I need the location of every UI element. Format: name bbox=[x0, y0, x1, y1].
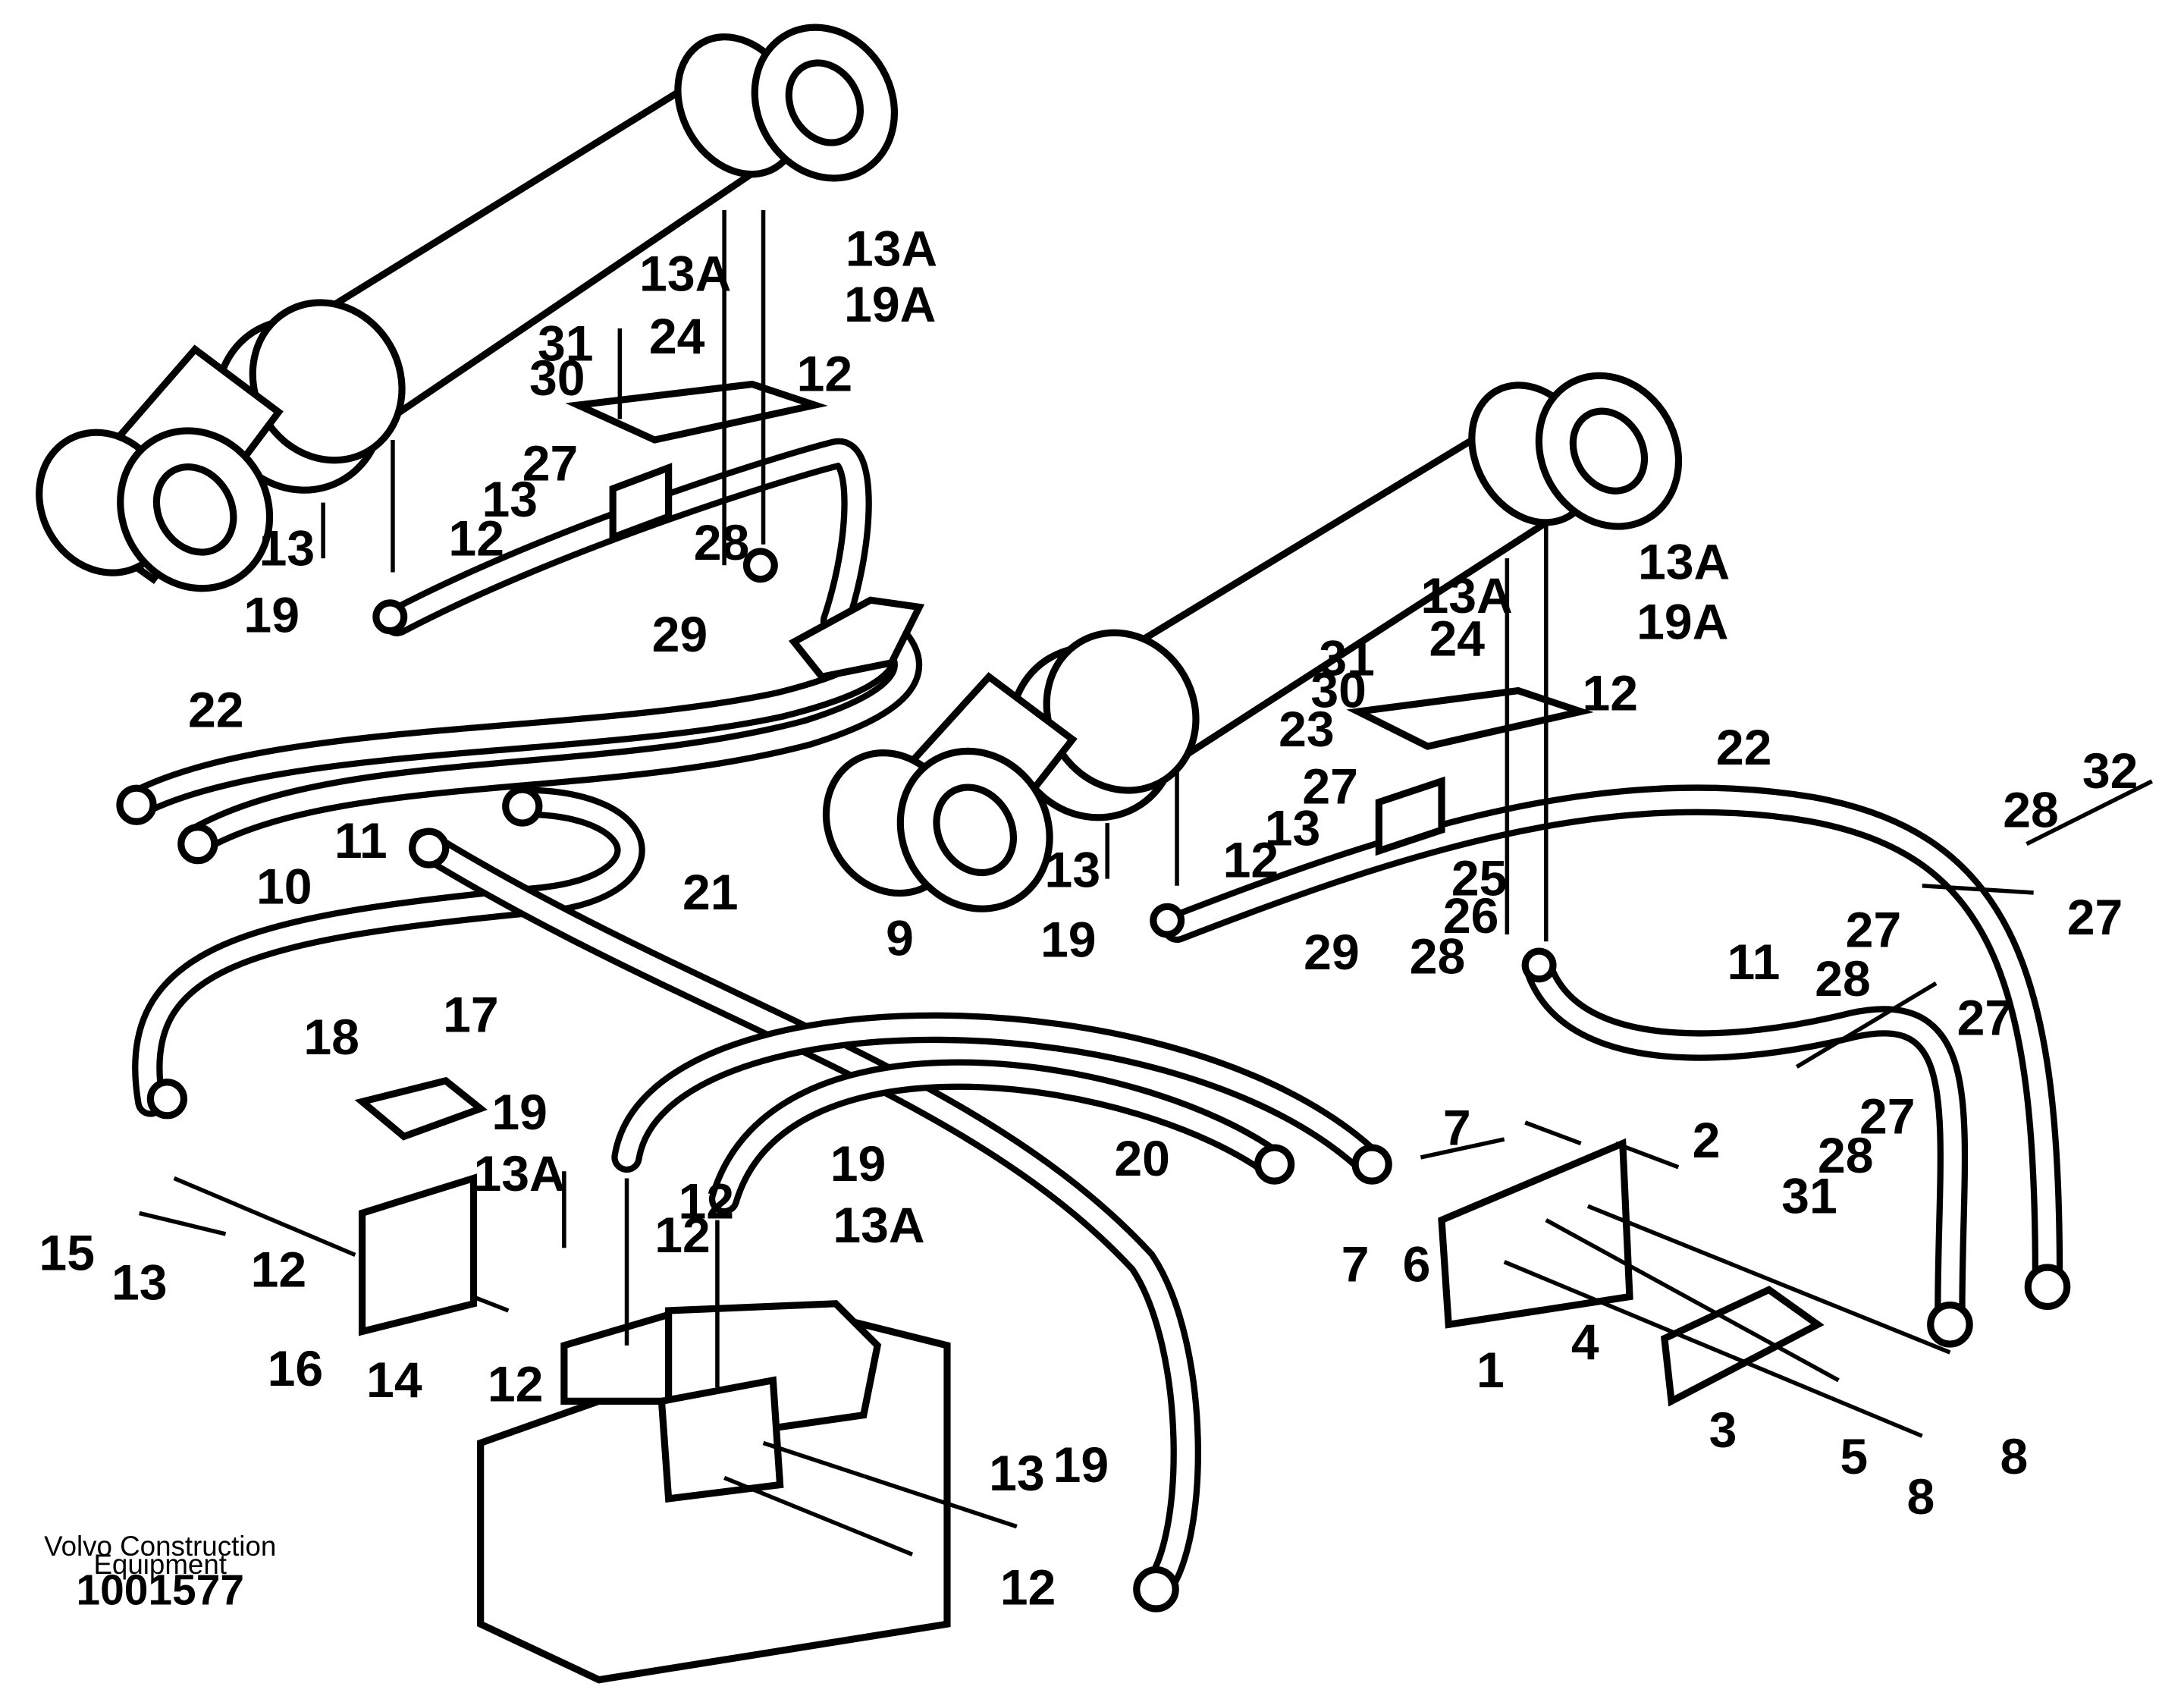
callout-15: 15 bbox=[39, 1226, 95, 1282]
callout-28-d: 28 bbox=[1815, 951, 1871, 1007]
callout-12-e: 12 bbox=[678, 1174, 734, 1230]
right-hydraulic-cylinder bbox=[822, 372, 1683, 912]
callout-17: 17 bbox=[443, 988, 499, 1044]
mounting-bracket bbox=[1438, 1138, 1825, 1407]
callout-12-c: 12 bbox=[1583, 665, 1639, 721]
callout-13A-d: 13A bbox=[1420, 568, 1512, 624]
callout-2: 2 bbox=[1693, 1113, 1721, 1169]
callout-21: 21 bbox=[682, 865, 739, 921]
callout-13-c: 13 bbox=[1265, 800, 1321, 856]
callout-18: 18 bbox=[303, 1010, 359, 1066]
callout-1: 1 bbox=[1476, 1343, 1505, 1399]
callout-13A-c: 13A bbox=[1638, 535, 1730, 591]
callout-22-a: 22 bbox=[188, 682, 244, 738]
callout-13A-a: 13A bbox=[846, 221, 937, 277]
callout-13A-b: 13A bbox=[639, 246, 731, 302]
callout-26: 26 bbox=[1443, 888, 1499, 944]
callout-32: 32 bbox=[2082, 743, 2138, 799]
callout-28-b: 28 bbox=[2003, 783, 2059, 839]
callout-19-c: 19 bbox=[491, 1085, 548, 1141]
callout-11-a: 11 bbox=[334, 813, 388, 869]
leader-lines bbox=[139, 209, 2153, 1556]
callout-10: 10 bbox=[256, 859, 312, 915]
callout-24-b: 24 bbox=[1429, 611, 1485, 667]
callout-31-b: 31 bbox=[1319, 630, 1375, 686]
callout-25: 25 bbox=[1451, 851, 1508, 907]
callout-13-e: 13 bbox=[111, 1255, 168, 1311]
hoses bbox=[124, 438, 2063, 1605]
callout-7-a: 7 bbox=[1443, 1100, 1471, 1156]
callout-12-d: 12 bbox=[1223, 833, 1279, 889]
callout-19-d: 19 bbox=[830, 1136, 886, 1192]
callout-30-a: 30 bbox=[529, 350, 585, 407]
callout-27-c: 27 bbox=[2067, 890, 2123, 946]
callout-28-a: 28 bbox=[694, 515, 750, 571]
callout-13A-f: 13A bbox=[833, 1198, 924, 1254]
document-number: 1001577 bbox=[76, 1566, 244, 1615]
callout-11-b: 11 bbox=[1727, 934, 1781, 991]
callout-30-b: 30 bbox=[1310, 663, 1367, 719]
callout-28-c: 28 bbox=[1410, 928, 1466, 985]
callout-23: 23 bbox=[1279, 702, 1335, 758]
credit-block: Volvo Construction Equipment 1001577 bbox=[44, 1531, 276, 1614]
callout-13-a: 13 bbox=[482, 472, 538, 528]
callout-27-a: 27 bbox=[522, 435, 579, 491]
callout-16: 16 bbox=[268, 1341, 324, 1397]
callout-28-e: 28 bbox=[1818, 1128, 1874, 1184]
left-hydraulic-cylinder bbox=[36, 24, 898, 592]
callout-29-b: 29 bbox=[1304, 925, 1360, 981]
callout-labels: 13A 13A 19A 31 24 30 12 27 13 12 13 28 1… bbox=[39, 221, 2138, 1616]
callout-3: 3 bbox=[1709, 1402, 1737, 1459]
clamp-plates bbox=[565, 380, 1594, 856]
callout-7-b: 7 bbox=[1341, 1236, 1370, 1292]
callout-13-b: 13 bbox=[259, 520, 315, 576]
callout-19-a: 19 bbox=[243, 587, 300, 643]
callout-13-d: 13 bbox=[1045, 843, 1101, 899]
credit-line-1: Volvo Construction bbox=[44, 1531, 276, 1562]
callout-12-b: 12 bbox=[448, 510, 504, 567]
callout-19-e: 19 bbox=[1053, 1437, 1109, 1493]
callout-5: 5 bbox=[1840, 1429, 1868, 1485]
callout-19A-b: 19A bbox=[1636, 595, 1728, 651]
callout-12-f: 12 bbox=[654, 1208, 711, 1264]
callout-19A-a: 19A bbox=[844, 277, 936, 333]
callout-13A-e: 13A bbox=[473, 1146, 565, 1202]
callout-29-a: 29 bbox=[652, 607, 708, 663]
callout-27-f: 27 bbox=[1859, 1089, 1916, 1145]
callout-12-g: 12 bbox=[251, 1242, 307, 1299]
callout-22-b: 22 bbox=[1716, 720, 1772, 776]
callout-31-c: 31 bbox=[1781, 1168, 1837, 1224]
callout-27-e: 27 bbox=[1957, 990, 2013, 1046]
callout-8-b: 8 bbox=[1906, 1469, 1935, 1525]
callout-24-a: 24 bbox=[649, 309, 705, 365]
callout-6: 6 bbox=[1403, 1236, 1431, 1292]
callout-27-d: 27 bbox=[1846, 903, 1902, 959]
callout-14: 14 bbox=[366, 1352, 422, 1409]
callout-20: 20 bbox=[1114, 1131, 1170, 1187]
callout-8-a: 8 bbox=[2000, 1429, 2029, 1485]
callout-4: 4 bbox=[1571, 1314, 1599, 1371]
callout-27-b: 27 bbox=[1302, 758, 1358, 815]
hose-fittings bbox=[116, 548, 2071, 1613]
callout-12-a: 12 bbox=[797, 347, 853, 403]
callout-19-b: 19 bbox=[1040, 912, 1097, 968]
callout-9: 9 bbox=[886, 911, 914, 967]
control-valve-assembly bbox=[354, 1076, 951, 1684]
callout-12-i: 12 bbox=[1000, 1560, 1056, 1616]
callout-13-f: 13 bbox=[989, 1446, 1045, 1502]
credit-line-2: Equipment bbox=[93, 1549, 227, 1580]
callout-12-h: 12 bbox=[488, 1356, 544, 1412]
callout-31-a: 31 bbox=[538, 316, 594, 372]
